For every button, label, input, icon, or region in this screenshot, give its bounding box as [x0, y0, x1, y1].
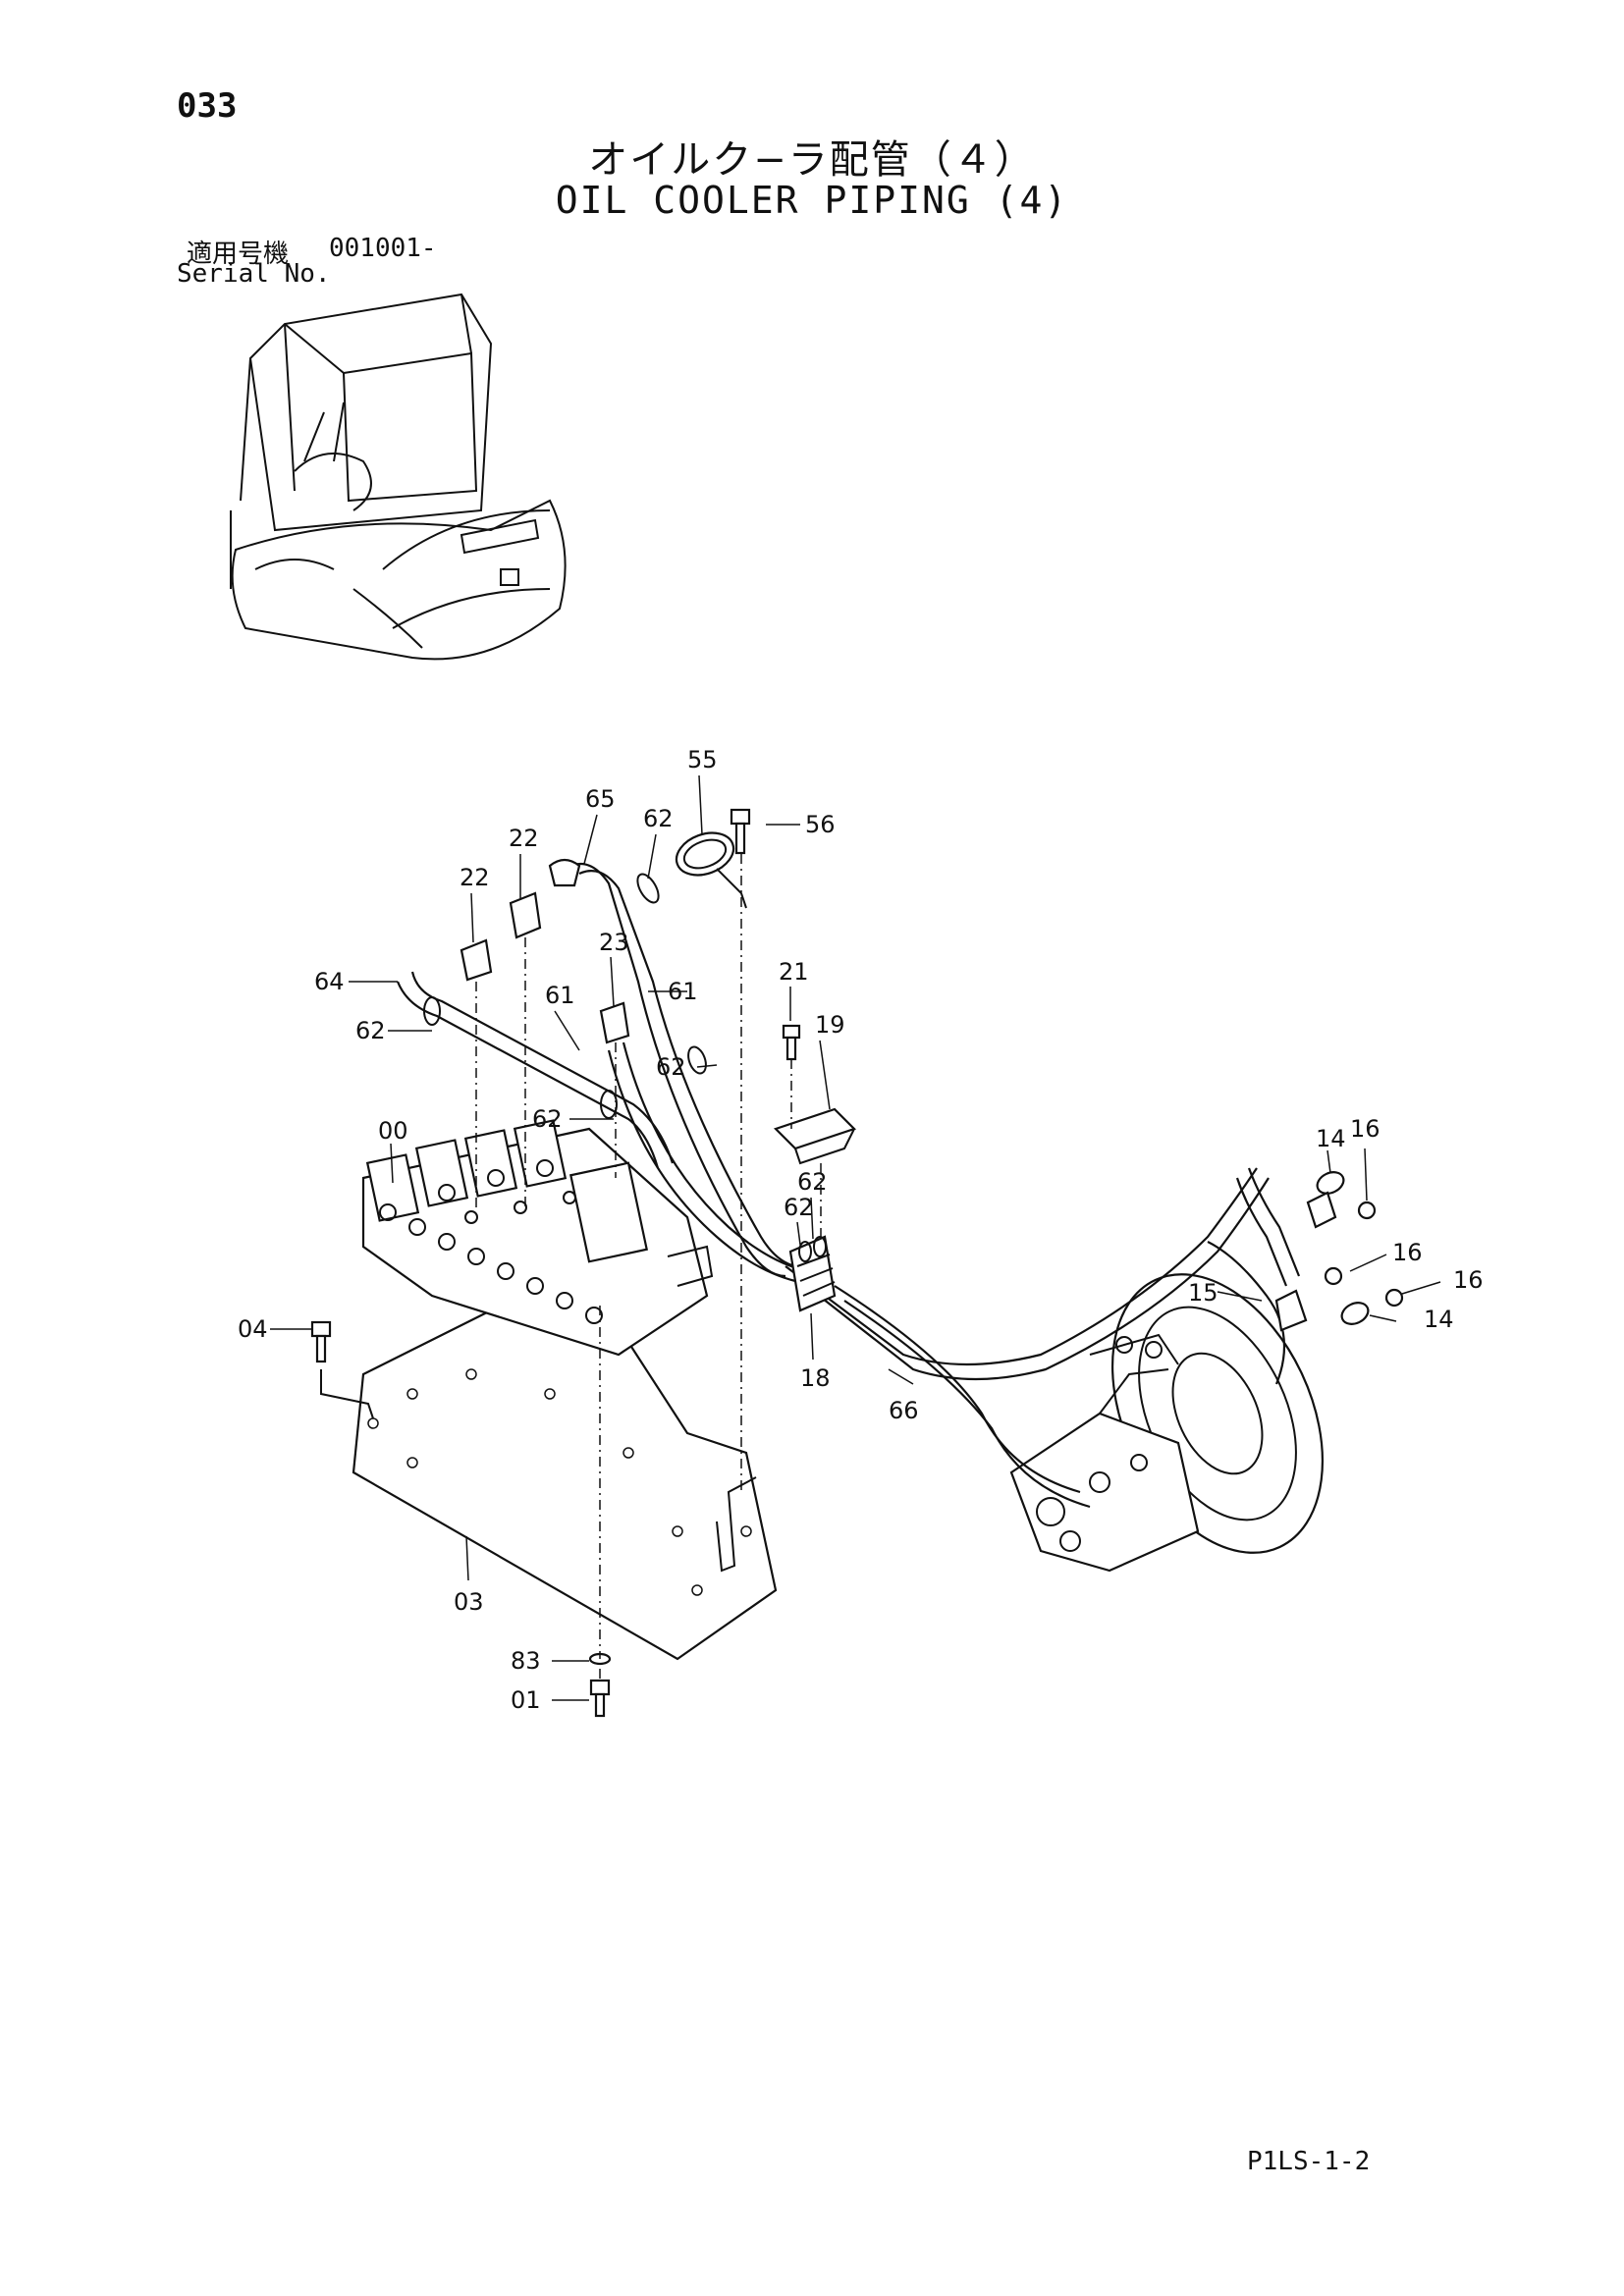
callout-03: 03: [454, 1588, 484, 1616]
callout-61-b: 61: [668, 978, 698, 1005]
hose-lines: [396, 862, 1301, 1509]
callout-64: 64: [314, 968, 345, 995]
callout-83: 83: [511, 1647, 541, 1675]
callout-62-left: 62: [355, 1017, 386, 1044]
callout-04: 04: [238, 1315, 268, 1343]
callout-56: 56: [805, 811, 836, 838]
machine-locator-illustration: [230, 293, 567, 661]
callout-01: 01: [511, 1686, 541, 1714]
bolt-21: [782, 1024, 801, 1061]
callout-21: 21: [779, 958, 809, 986]
serial-label-japanese: 適用号機: [187, 240, 290, 269]
clamp-block-18: [788, 1235, 837, 1312]
installation-axis-lines: [475, 854, 822, 1681]
callout-22-b: 22: [460, 864, 490, 891]
title-japanese: オイルク−ラ配管（４）: [588, 137, 1036, 183]
callout-62-clamp-a: 62: [797, 1168, 828, 1196]
callout-55: 55: [687, 746, 718, 774]
callout-15: 15: [1188, 1279, 1218, 1307]
callout-16-top: 16: [1350, 1115, 1380, 1143]
serial-label-english: Serial No.: [177, 259, 331, 289]
callout-62-clamp-b: 62: [784, 1194, 814, 1221]
callout-62-top: 62: [643, 805, 674, 832]
callout-65: 65: [585, 785, 616, 813]
control-valve: [361, 1119, 714, 1357]
callout-labels: 55 56 65 62 22 22 23 61 61 64 62 62 62 2…: [238, 746, 1484, 1714]
callout-62-lower: 62: [532, 1105, 563, 1133]
callout-14-top: 14: [1316, 1125, 1346, 1152]
leader-lines: [270, 774, 1441, 1701]
title-english: OIL COOLER PIPING (4): [555, 179, 1069, 222]
callout-22-a: 22: [509, 825, 539, 852]
callout-62-mid: 62: [656, 1053, 686, 1081]
callout-14-low: 14: [1424, 1306, 1454, 1333]
pump-assembly: [1009, 1273, 1325, 1573]
callout-16-mid: 16: [1392, 1239, 1423, 1266]
fittings: [460, 858, 630, 1044]
page-code: P1LS-1-2: [1247, 2147, 1371, 2176]
hose-clamp-bands: [423, 873, 827, 1262]
callout-61-a: 61: [545, 982, 575, 1009]
bracket-19: [773, 1107, 857, 1165]
bolt-56: [730, 808, 751, 855]
callout-19: 19: [815, 1011, 845, 1039]
page-number: 033: [177, 86, 238, 126]
callout-23: 23: [599, 929, 629, 956]
serial-number-value: 001001-: [329, 234, 437, 263]
callout-16-right: 16: [1453, 1266, 1484, 1294]
fittings-right: [1274, 1171, 1404, 1332]
bolt-01-washer-83: [588, 1652, 612, 1718]
callout-66: 66: [889, 1397, 919, 1424]
callout-18: 18: [800, 1364, 831, 1392]
callout-00: 00: [378, 1117, 408, 1145]
clamp-55: [675, 831, 747, 909]
